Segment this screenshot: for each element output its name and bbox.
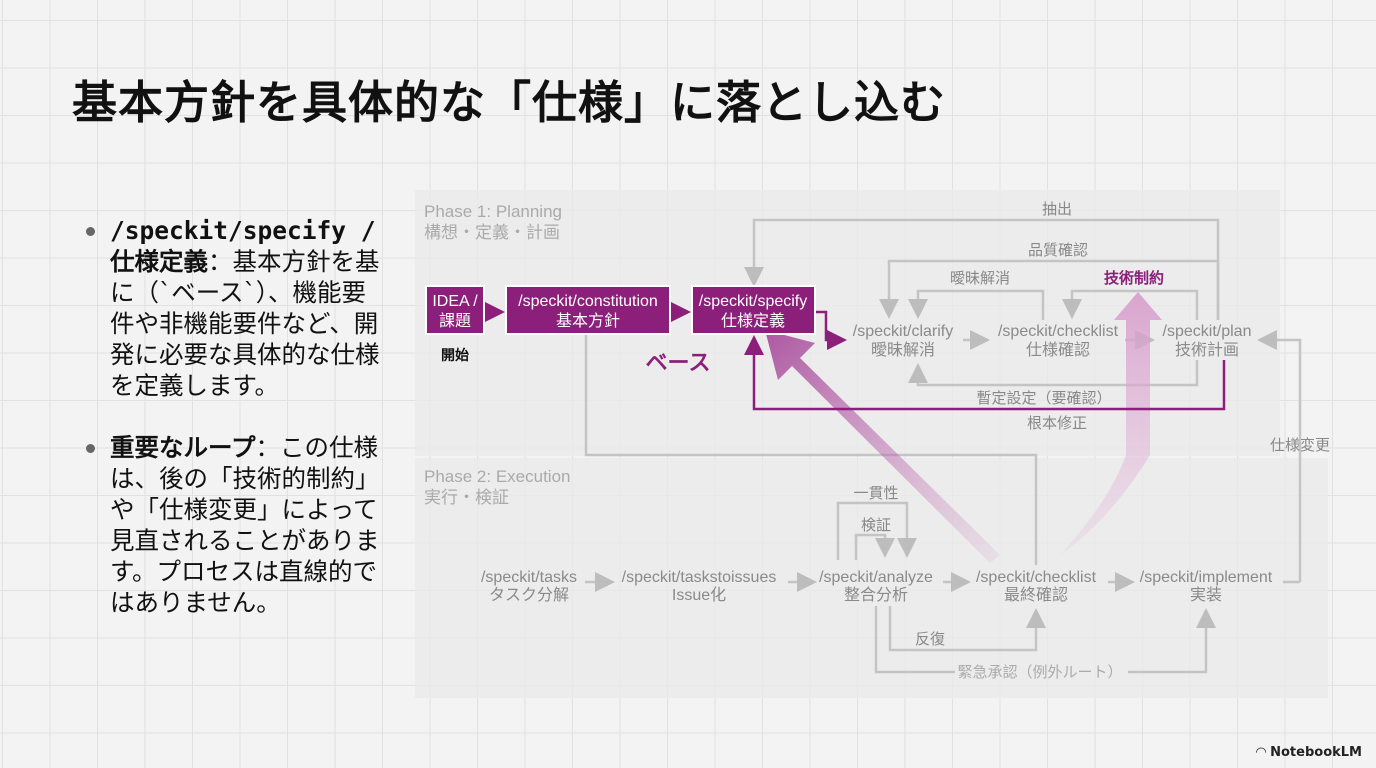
node-command: /speckit/plan <box>1163 323 1252 340</box>
slide-title: 基本方針を具体的な「仕様」に落とし込む <box>72 76 947 129</box>
phase2-title: Phase 2: Execution <box>424 467 570 486</box>
constitution-node[interactable]: /speckit/constitution 基本方針 <box>505 285 671 335</box>
node-label: 曖昧解消 <box>871 341 935 359</box>
phase1-subtitle: 構想・定義・計画 <box>424 223 560 242</box>
node-label: 仕様確認 <box>1026 341 1090 359</box>
edge-label-disambig: 曖昧解消 <box>950 270 1010 287</box>
bullet-text: ：基本方針を基に（`ベース`）、機能要件や非機能要件など、開発に必要な具体的な仕… <box>110 247 380 400</box>
brand-name: NotebookLM <box>1270 745 1362 760</box>
edge-label-provisional: 暫定設定（要確認） <box>976 390 1111 407</box>
feedback-arrow-diagonal <box>765 330 1000 563</box>
node-label: 仕様定義 <box>721 312 785 330</box>
node-label: 整合分析 <box>844 586 908 604</box>
edge-label-verify: 検証 <box>861 517 891 534</box>
specify-node[interactable]: /speckit/specify 仕様定義 <box>691 285 816 335</box>
bullet-loop: 重要なループ：この仕様は、後の「技術的制約」や「仕様変更」によって見直されること… <box>84 432 384 618</box>
edge-label-root-fix: 根本修正 <box>1027 415 1087 432</box>
bullet-list: /speckit/specify / 仕様定義：基本方針を基に（`ベース`）、機… <box>84 215 384 649</box>
idea-node[interactable]: IDEA / 課題 <box>425 285 485 335</box>
node-command: /speckit/specify <box>699 293 807 310</box>
edge-label-tech-constraint: 技術制約 <box>1104 269 1164 287</box>
edge-label-emergency: 緊急承認（例外ルート） <box>957 664 1122 681</box>
node-command: /speckit/taskstoissues <box>622 569 777 586</box>
node-command: /speckit/clarify <box>853 323 953 340</box>
bullet-text: ：この仕様は、後の「技術的制約」や「仕様変更」によって見直されることがあります。… <box>110 433 380 617</box>
node-label: 実装 <box>1190 586 1222 604</box>
edge-label-iterate: 反復 <box>915 631 945 648</box>
edge-label-consistency: 一貫性 <box>853 485 898 502</box>
notebooklm-icon: ◠ <box>1256 745 1267 760</box>
bullet-specify: /speckit/specify / 仕様定義：基本方針を基に（`ベース`）、機… <box>84 215 384 401</box>
node-label: Issue化 <box>672 586 726 604</box>
edge-label-spec-change: 仕様変更 <box>1270 437 1330 454</box>
start-caption: 開始 <box>441 347 469 364</box>
node-command: /speckit/analyze <box>819 569 933 586</box>
purple-connectors <box>484 302 1226 411</box>
node-command: /speckit/implement <box>1140 569 1273 586</box>
bullet-heading: 重要なループ <box>110 433 256 462</box>
node-label: 技術計画 <box>1175 341 1239 359</box>
gray-connectors <box>584 218 1302 674</box>
node-label: タスク分解 <box>489 586 569 604</box>
edge-label-extract: 抽出 <box>1042 201 1072 218</box>
bullet-heading: /speckit/specify / 仕様定義 <box>110 216 376 276</box>
phase1-title: Phase 1: Planning <box>424 202 562 221</box>
node-command: /speckit/checklist <box>998 323 1119 340</box>
idea-label: IDEA / <box>432 293 478 310</box>
notebooklm-logo: ◠ NotebookLM <box>1256 745 1362 760</box>
node-label: 基本方針 <box>556 312 620 330</box>
node-command: /speckit/checklist <box>976 569 1097 586</box>
node-command: /speckit/constitution <box>518 293 658 310</box>
edge-label-quality: 品質確認 <box>1028 241 1088 259</box>
phase2-subtitle: 実行・検証 <box>424 488 509 507</box>
phase2-panel <box>415 458 1328 698</box>
base-label: ベース <box>646 351 711 376</box>
node-label: 最終確認 <box>1004 586 1068 604</box>
feedback-arrow-up <box>1060 292 1162 555</box>
idea-sublabel: 課題 <box>439 312 471 330</box>
node-command: /speckit/tasks <box>481 569 577 586</box>
